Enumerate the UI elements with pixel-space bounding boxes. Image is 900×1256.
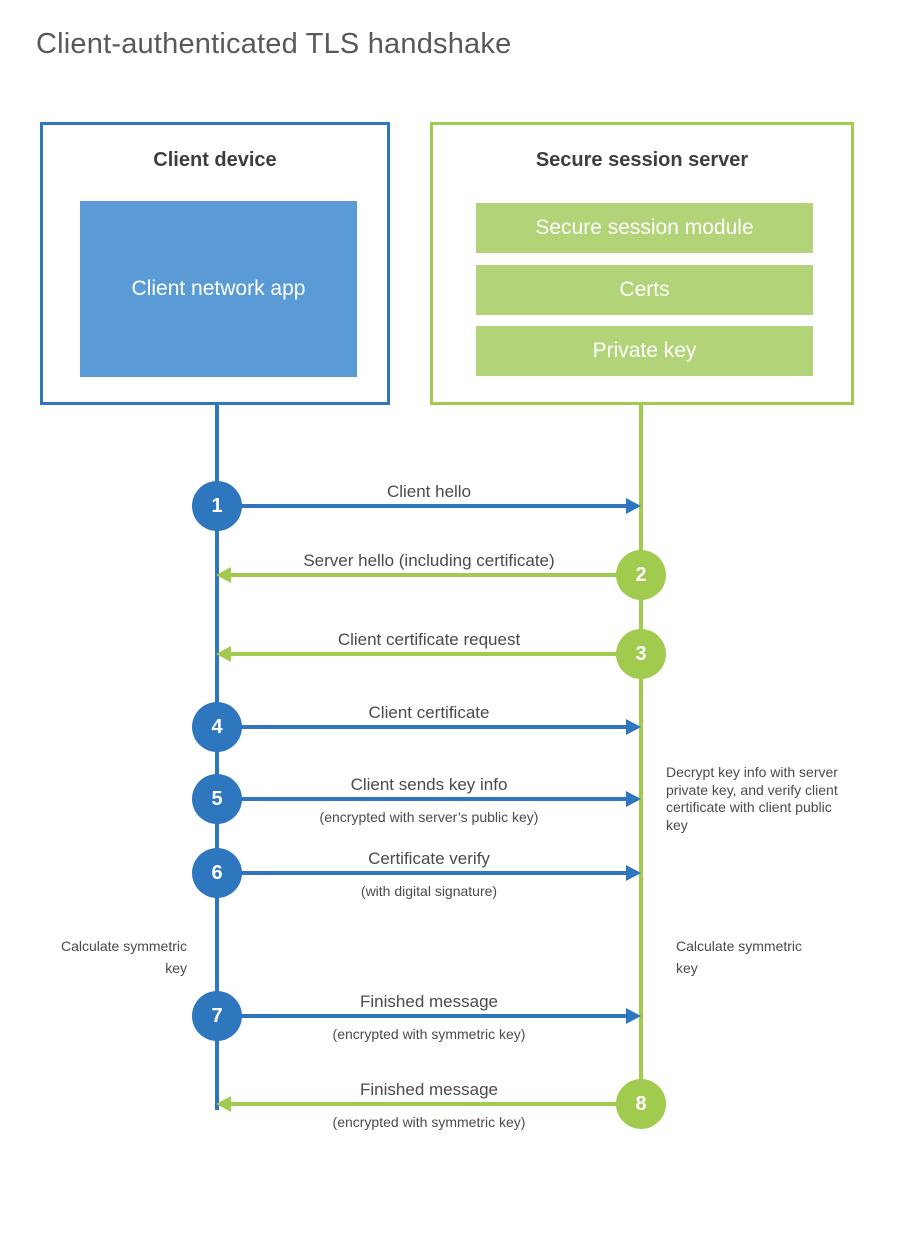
message-label: Certificate verify bbox=[368, 849, 490, 868]
message-arrow-line bbox=[217, 797, 627, 801]
server-module-certs: Certs bbox=[476, 265, 813, 315]
message-arrow-line bbox=[217, 871, 627, 875]
step-circle: 3 bbox=[616, 629, 666, 679]
message-arrow-line bbox=[217, 504, 627, 508]
message-label: Finished message bbox=[360, 1080, 498, 1099]
message-label: Finished message bbox=[360, 992, 498, 1011]
message-arrow-line bbox=[217, 1014, 627, 1018]
message-sublabel: (encrypted with symmetric key) bbox=[332, 1114, 526, 1130]
message-arrow-line bbox=[231, 1102, 617, 1106]
arrow-right-icon bbox=[626, 498, 641, 514]
arrow-left-icon bbox=[216, 646, 231, 662]
message-sublabel: (encrypted with server’s public key) bbox=[319, 809, 539, 825]
message-label: Client certificate request bbox=[337, 630, 521, 649]
message-label: Client sends key info bbox=[350, 775, 508, 794]
server-module-private-key: Private key bbox=[476, 326, 813, 376]
message-sublabel: (with digital signature) bbox=[360, 883, 498, 899]
secure-session-server-title: Secure session server bbox=[535, 149, 749, 171]
page-title: Client-authenticated TLS handshake bbox=[36, 28, 512, 60]
arrow-left-icon bbox=[216, 1096, 231, 1112]
arrow-right-icon bbox=[626, 865, 641, 881]
arrow-right-icon bbox=[626, 1008, 641, 1024]
arrow-right-icon bbox=[626, 791, 641, 807]
secure-session-server-box: Secure session server Secure session mod… bbox=[430, 122, 854, 405]
message-label: Client hello bbox=[386, 482, 472, 501]
step-circle: 8 bbox=[616, 1079, 666, 1129]
step-circle: 6 bbox=[192, 848, 242, 898]
message-label: Client certificate bbox=[368, 703, 490, 722]
client-lifeline bbox=[215, 405, 219, 1110]
server-module-secure-session: Secure session module bbox=[476, 203, 813, 253]
client-device-box: Client device Client network app bbox=[40, 122, 390, 405]
note-decrypt-key-info: Decrypt key info with server private key… bbox=[666, 764, 838, 833]
arrow-right-icon bbox=[626, 719, 641, 735]
note-calculate-symmetric-key-client: Calculate symmetric key bbox=[60, 938, 187, 976]
message-arrow-line bbox=[217, 725, 627, 729]
server-lifeline bbox=[639, 405, 643, 1104]
step-circle: 5 bbox=[192, 774, 242, 824]
client-device-title: Client device bbox=[153, 149, 277, 171]
message-sublabel: (encrypted with symmetric key) bbox=[332, 1026, 526, 1042]
note-calculate-symmetric-key-server: Calculate symmetric key bbox=[676, 938, 803, 976]
client-network-app-box: Client network app bbox=[80, 201, 357, 377]
arrow-left-icon bbox=[216, 567, 231, 583]
message-arrow-line bbox=[231, 652, 617, 656]
step-circle: 1 bbox=[192, 481, 242, 531]
step-circle: 4 bbox=[192, 702, 242, 752]
step-circle: 2 bbox=[616, 550, 666, 600]
message-arrow-line bbox=[231, 573, 617, 577]
message-label: Server hello (including certificate) bbox=[303, 551, 555, 570]
step-circle: 7 bbox=[192, 991, 242, 1041]
